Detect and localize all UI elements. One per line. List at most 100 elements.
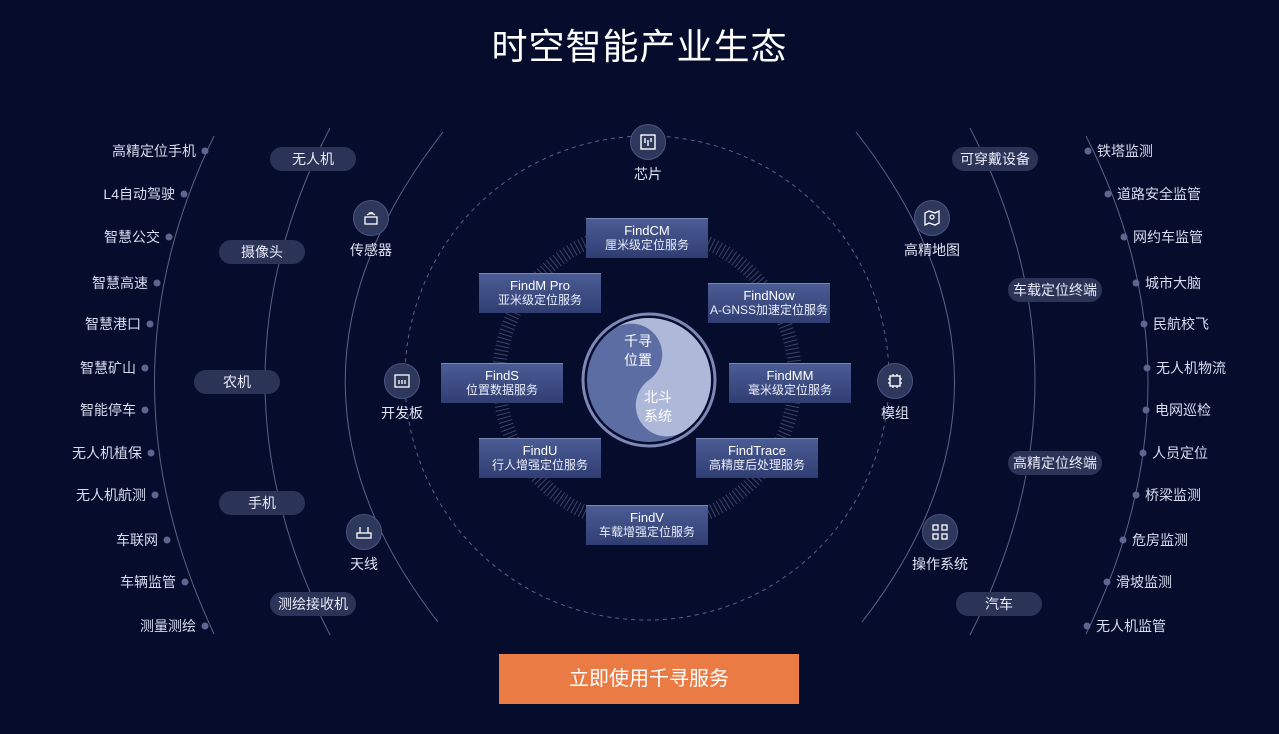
node-os: 操作系统 [900,514,980,574]
sensor-label: 传感器 [350,242,392,258]
map-label: 高精地图 [904,242,960,258]
center-qianxun-label: 千寻 位置 [612,332,664,370]
service-desc: 位置数据服务 [465,383,538,397]
app-label-right: 网约车监管 [1133,229,1203,245]
app-label-right: 危房监测 [1132,532,1188,548]
connector-dot [141,406,149,414]
service-desc: 行人增强定位服务 [491,458,588,472]
device-pill-farm-machine: 农机 [194,370,280,394]
connector-dot [1083,622,1091,630]
connector-dot [1132,279,1140,287]
sensor-icon [353,200,389,236]
service-name: FindCM [624,223,670,238]
center-top-line1: 千寻 [624,333,652,349]
service-finds[interactable]: FindS 位置数据服务 [441,363,563,403]
service-desc: 高精度后处理服务 [708,458,805,472]
app-label-right: 民航校飞 [1153,316,1209,332]
node-chip: 芯片 [608,124,688,184]
service-findtrace[interactable]: FindTrace 高精度后处理服务 [696,438,818,478]
page-title: 时空智能产业生态 [491,26,788,67]
app-label-left: 无人机航测 [76,487,146,503]
yin-yang [581,312,717,448]
module-label: 模组 [881,405,909,421]
chip-label: 芯片 [634,166,662,182]
connector-dot [180,190,188,198]
device-pill-vehicle-terminal: 车载定位终端 [1008,278,1102,302]
device-pill-wearable: 可穿戴设备 [952,147,1038,171]
device-pill-drone: 无人机 [270,147,356,171]
app-label-left: 智能停车 [80,402,136,418]
app-label-left: 高精定位手机 [112,143,196,159]
app-label-left: L4自动驾驶 [103,186,175,202]
app-label-right: 铁塔监测 [1097,143,1153,159]
connector-dot [165,233,173,241]
device-pill-survey-receiver: 测绘接收机 [270,592,356,616]
inner-arc-left [344,131,444,623]
center-top-line2: 位置 [624,352,652,368]
app-label-right: 人员定位 [1152,445,1208,461]
app-label-left: 无人机植保 [72,445,142,461]
center-bottom-line1: 北斗 [644,389,672,405]
connector-dot [153,279,161,287]
chip-icon [630,124,666,160]
service-name: FindV [630,510,664,525]
node-devboard: 开发板 [362,363,442,423]
module-icon [877,363,913,399]
use-service-button[interactable]: 立即使用千寻服务 [499,654,799,704]
service-name: FindMM [766,368,814,383]
node-sensor: 传感器 [331,200,411,260]
service-findcm[interactable]: FindCM 厘米级定位服务 [586,218,708,258]
service-name: FindS [485,368,519,383]
service-findu[interactable]: FindU 行人增强定位服务 [479,438,601,478]
app-label-right: 无人机监管 [1096,618,1166,634]
connector-dot [1104,190,1112,198]
app-label-left: 智慧高速 [92,275,148,291]
connector-dot [1132,491,1140,499]
connector-dot [147,449,155,457]
app-label-right: 滑坡监测 [1116,574,1172,590]
service-findm-pro[interactable]: FindM Pro 亚米级定位服务 [479,273,601,313]
connector-dot [1139,449,1147,457]
app-label-right: 无人机物流 [1156,360,1226,376]
app-label-left: 车联网 [116,532,158,548]
service-name: FindTrace [727,443,787,458]
connector-dot [1120,233,1128,241]
device-pill-phone: 手机 [219,491,305,515]
node-antenna: 天线 [324,514,404,574]
service-findnow[interactable]: FindNow A-GNSS加速定位服务 [708,283,830,323]
service-name: FindNow [743,288,795,303]
app-label-right: 道路安全监管 [1117,186,1201,202]
service-findv[interactable]: FindV 车载增强定位服务 [586,505,708,545]
board-icon [384,363,420,399]
service-desc: 厘米级定位服务 [604,238,689,252]
connector-dot [151,491,159,499]
antenna-icon [346,514,382,550]
connector-dot [1103,578,1111,586]
service-name: FindM Pro [510,278,570,293]
outer-arc-right [1085,135,1149,635]
app-label-left: 测量测绘 [140,618,196,634]
app-label-left: 智慧港口 [85,316,141,332]
outer-arc-left [154,135,215,635]
connector-dot [201,622,209,630]
app-label-left: 车辆监管 [120,574,176,590]
devboard-label: 开发板 [381,405,423,421]
map-icon [914,200,950,236]
connector-dot [181,578,189,586]
node-map: 高精地图 [892,200,972,260]
app-label-right: 桥梁监测 [1145,487,1201,503]
connector-dot [1142,406,1150,414]
middle-arc-right [969,127,1036,636]
os-label: 操作系统 [912,556,968,572]
service-findmm[interactable]: FindMM 毫米级定位服务 [729,363,851,403]
connector-dot [1084,147,1092,155]
connector-dot [201,147,209,155]
connector-dot [163,536,171,544]
app-label-right: 电网巡检 [1155,402,1211,418]
connector-dot [1119,536,1127,544]
connector-dot [1140,320,1148,328]
service-desc: 车载增强定位服务 [598,525,695,539]
device-pill-car: 汽车 [956,592,1042,616]
node-module: 模组 [855,363,935,423]
